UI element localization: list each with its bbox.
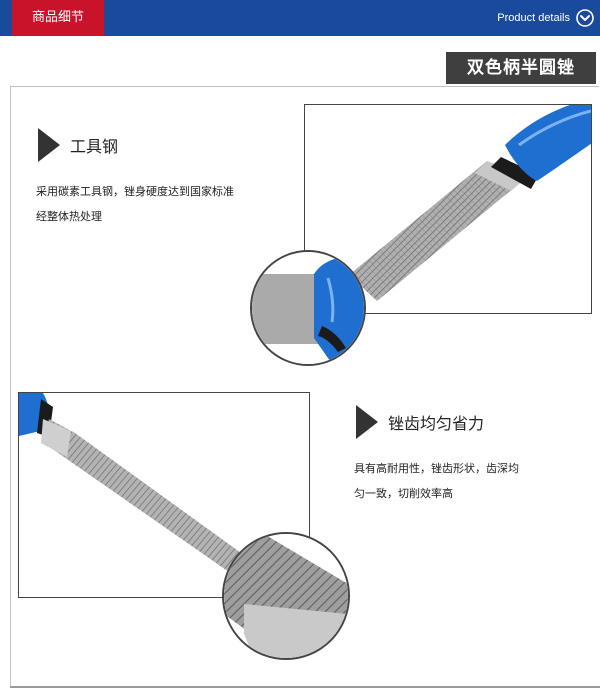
content-frame [10, 86, 599, 687]
product-details-link[interactable]: Product details [497, 12, 570, 24]
feature-1-description: 采用碳素工具钢，锉身硬度达到国家标准 经整体热处理 [36, 179, 234, 229]
feature-2-title: 锉齿均匀省力 [388, 414, 485, 433]
feature-2-desc-line: 匀一致，切削效率高 [354, 487, 453, 500]
feature-1-desc-line: 经整体热处理 [36, 210, 102, 223]
chevron-down-circle-icon[interactable] [576, 9, 594, 27]
feature-1-heading: 工具钢 [38, 128, 118, 162]
zoom-circle-teeth [222, 532, 350, 660]
feature-1-title: 工具钢 [70, 137, 119, 156]
file-handle-photo [304, 104, 592, 314]
triangle-bullet-icon [356, 405, 378, 439]
feature-2-heading: 锉齿均匀省力 [356, 405, 484, 439]
feature-2-desc-line: 具有高耐用性，锉齿形状，齿深均 [354, 462, 519, 475]
triangle-bullet-icon [38, 128, 60, 162]
product-title: 双色柄半圆锉 [446, 52, 596, 84]
feature-2-description: 具有高耐用性，锉齿形状，齿深均 匀一致，切削效率高 [354, 456, 519, 506]
header-tab[interactable]: 商品细节 [12, 0, 104, 36]
zoom-circle-handle [250, 250, 366, 366]
feature-1-desc-line: 采用碳素工具钢，锉身硬度达到国家标准 [36, 185, 234, 198]
frame-bottom-rule [10, 686, 600, 688]
header-bar: 商品细节 Product details [0, 0, 600, 36]
